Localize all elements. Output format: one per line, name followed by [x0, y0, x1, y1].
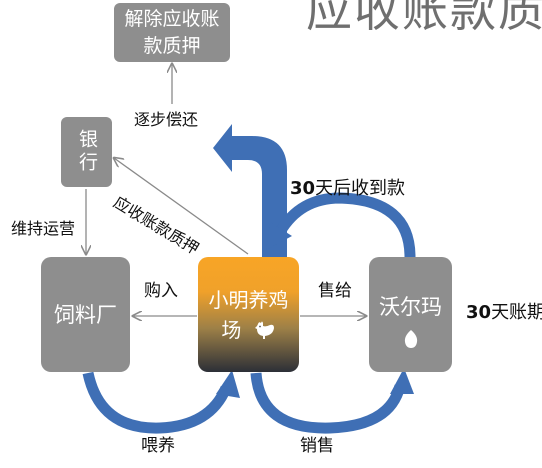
chicken-icon — [254, 321, 274, 339]
pledge-line — [114, 158, 249, 255]
release-pledge-node: 解除应收账 款质押 — [114, 3, 230, 62]
receive-days-text: 天后收到款 — [315, 178, 406, 199]
walmart-node: 沃尔玛 — [369, 257, 452, 372]
egg-icon — [404, 329, 417, 348]
payment-term-label: 30天账期 — [466, 298, 542, 324]
walmart-label: 沃尔玛 — [379, 294, 442, 319]
sales-curve-head — [390, 368, 414, 394]
release-node-line2: 款质押 — [143, 34, 201, 57]
sell-label: 售给 — [318, 281, 352, 301]
payment-curve — [275, 192, 416, 258]
repay-label: 逐步偿还 — [134, 110, 199, 129]
term-days-number: 30 — [466, 302, 492, 323]
sales-label: 销售 — [300, 436, 334, 456]
maintain-label: 维持运营 — [11, 219, 76, 238]
receive-payment-label: 30天后收到款 — [290, 174, 405, 200]
bank-node: 银行 — [61, 117, 112, 187]
farm-label-line1: 小明养鸡 — [208, 287, 289, 312]
upward-cash-arrow — [213, 124, 287, 258]
farm-node: 小明养鸡 场 — [198, 257, 299, 372]
sales-curve — [250, 372, 406, 434]
feed-label: 喂养 — [141, 436, 175, 456]
release-node-line1: 解除应收账 — [124, 7, 220, 30]
feed-mill-label: 饲料厂 — [54, 302, 117, 327]
page-title: 应收账款质 — [306, 0, 542, 37]
receive-days-number: 30 — [290, 178, 316, 199]
feed-curve-head — [216, 370, 240, 398]
feed-mill-node: 饲料厂 — [41, 257, 130, 372]
payment-curve-head — [266, 222, 292, 250]
term-days-text: 天账期 — [491, 302, 542, 323]
feed-curve — [82, 371, 232, 434]
buy-label: 购入 — [144, 281, 178, 301]
bank-node-label: 银行 — [76, 129, 98, 175]
farm-label-line2: 场 — [221, 317, 242, 342]
